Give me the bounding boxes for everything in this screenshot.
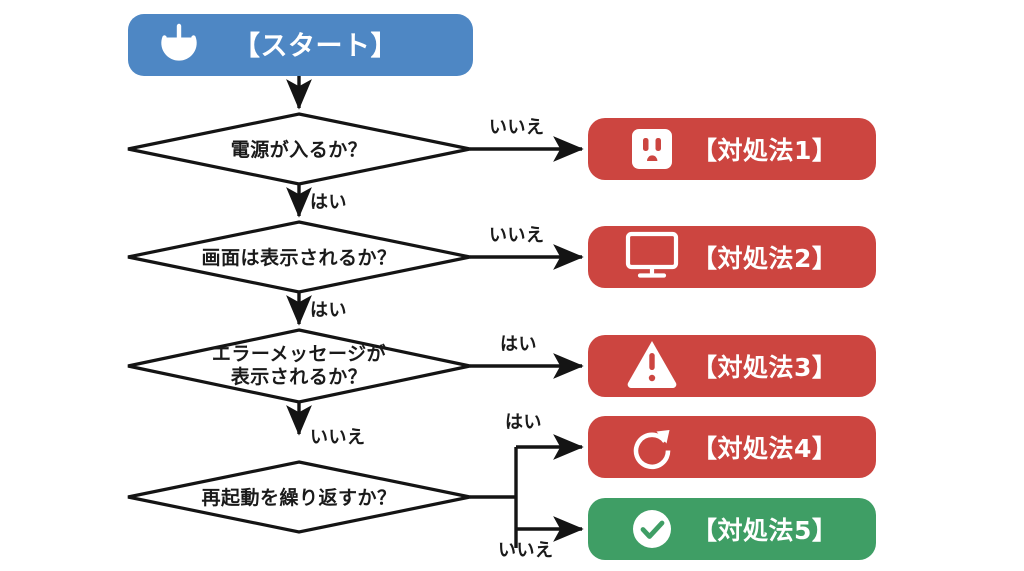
action-3-label: 【対処法3】 <box>692 353 837 382</box>
node-decision-2[interactable]: 画面は表示されるか？ <box>127 220 471 294</box>
decision-3-label-line1: エラーメッセージが <box>212 342 386 365</box>
node-action-5[interactable]: 【対処法5】 <box>588 498 876 560</box>
action-1-label: 【対処法1】 <box>692 136 837 165</box>
edge-label-d4-no: いいえ <box>498 540 554 561</box>
action-2-box[interactable] <box>588 226 876 288</box>
edge-label-d2-yes: はい <box>310 300 347 321</box>
restart-icon <box>633 430 671 470</box>
decision-2-label: 画面は表示されるか？ <box>201 246 396 269</box>
action-5-label: 【対処法5】 <box>692 516 837 545</box>
node-decision-1[interactable]: 電源が入るか？ <box>127 112 471 186</box>
decision-4-label: 再起動を繰り返すか？ <box>201 486 396 509</box>
action-2-label: 【対処法2】 <box>692 244 837 273</box>
decision-4-diamond[interactable] <box>127 460 471 534</box>
warning-icon <box>627 341 677 388</box>
edge-label-d2-no: いいえ <box>489 225 545 246</box>
edge-label-d3-no: いいえ <box>310 427 366 448</box>
start-label: 【スタート】 <box>233 31 398 62</box>
node-action-3[interactable]: 【対処法3】 <box>588 335 876 397</box>
node-decision-3[interactable]: エラーメッセージが 表示されるか？ <box>127 328 471 404</box>
check-circle-icon <box>633 510 671 548</box>
start-box[interactable] <box>128 14 473 76</box>
edge-label-d4-yes: はい <box>505 412 542 433</box>
node-decision-4[interactable]: 再起動を繰り返すか？ <box>127 460 471 534</box>
node-action-4[interactable]: 【対処法4】 <box>588 416 876 478</box>
action-4-label: 【対処法4】 <box>692 434 837 463</box>
edge-label-d1-yes: はい <box>310 192 347 213</box>
monitor-icon <box>625 231 679 278</box>
node-start[interactable]: 【スタート】 <box>128 14 473 76</box>
node-action-1[interactable]: 【対処法1】 <box>588 118 876 180</box>
node-action-2[interactable]: 【対処法2】 <box>588 226 876 288</box>
edge-label-d1-no: いいえ <box>489 117 545 138</box>
power-icon <box>161 23 197 61</box>
edge-label-d3-yes: はい <box>500 334 537 355</box>
decision-3-label-line2: 表示されるか？ <box>231 365 368 388</box>
decision-1-label: 電源が入るか？ <box>231 138 368 161</box>
outlet-icon <box>632 129 672 169</box>
